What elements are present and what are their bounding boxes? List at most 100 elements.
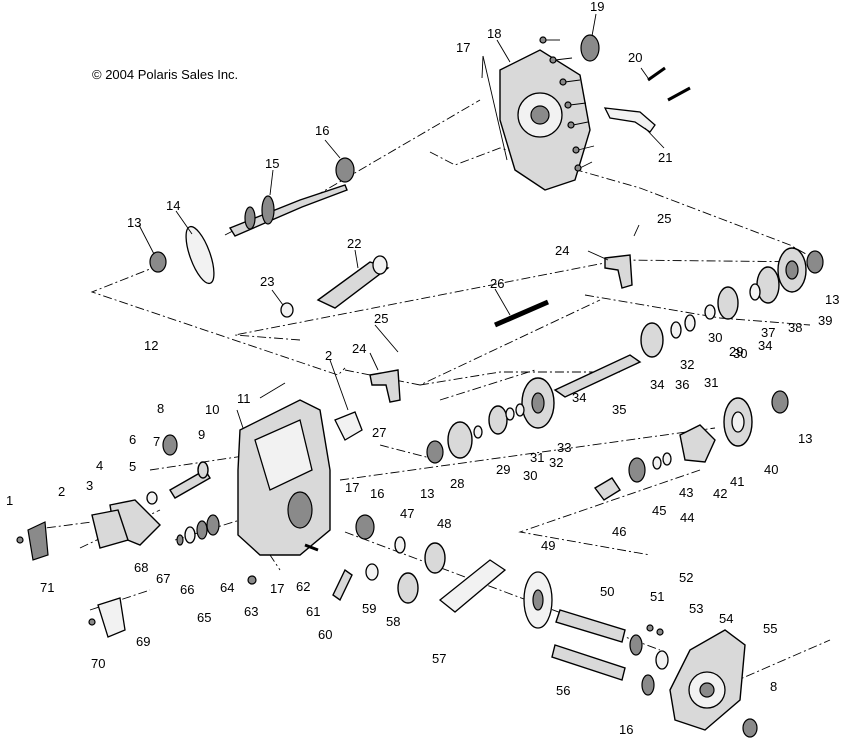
callout-43: 43 xyxy=(679,485,693,500)
bearing-16-top xyxy=(335,157,355,183)
bushing-59 xyxy=(365,563,379,581)
shaft-46 xyxy=(593,477,621,501)
bearing-45 xyxy=(628,457,646,483)
callout-34: 34 xyxy=(572,390,586,405)
callout-63: 63 xyxy=(244,604,258,619)
callout-14: 14 xyxy=(166,198,180,213)
callout-44: 44 xyxy=(680,510,694,525)
callout-41: 41 xyxy=(730,474,744,489)
gear-9 xyxy=(197,461,209,479)
callout-31: 31 xyxy=(530,450,544,465)
shaft-50 xyxy=(555,609,626,643)
bearing-16-low-a xyxy=(629,634,643,656)
chain-57 xyxy=(438,559,507,613)
callout-45: 45 xyxy=(652,503,666,518)
callout-29: 29 xyxy=(729,344,743,359)
gasket-27 xyxy=(334,411,363,441)
callout-49: 49 xyxy=(541,538,555,553)
callout-24: 24 xyxy=(352,341,366,356)
callout-17: 17 xyxy=(270,581,284,596)
housing-3 xyxy=(91,509,129,549)
callout-71: 71 xyxy=(40,580,54,595)
seal-64 xyxy=(206,514,220,536)
bracket-21 xyxy=(603,107,656,133)
callout-62: 62 xyxy=(296,579,310,594)
callout-30: 30 xyxy=(733,346,747,361)
pin-52 xyxy=(656,628,664,636)
callout-16: 16 xyxy=(619,722,633,737)
callout-12: 12 xyxy=(144,338,158,353)
callout-39: 39 xyxy=(818,313,832,328)
callout-56: 56 xyxy=(556,683,570,698)
callout-46: 46 xyxy=(612,524,626,539)
screw-70 xyxy=(88,618,96,626)
bearing-19 xyxy=(580,34,600,62)
callout-8: 8 xyxy=(157,401,164,416)
washer-6 xyxy=(146,491,158,505)
callout-1: 1 xyxy=(6,493,13,508)
bearing-13-left xyxy=(149,251,167,273)
assembly-lines xyxy=(29,99,831,691)
seal-66 xyxy=(184,526,196,544)
callout-54: 54 xyxy=(719,611,733,626)
callout-69: 69 xyxy=(136,634,150,649)
callout-16: 16 xyxy=(370,486,384,501)
callout-17: 17 xyxy=(345,480,359,495)
callout-2: 2 xyxy=(58,484,65,499)
callout-66: 66 xyxy=(180,582,194,597)
gear-34-mid xyxy=(640,322,664,358)
shaft-56 xyxy=(551,644,626,681)
callout-7: 7 xyxy=(153,434,160,449)
callout-22: 22 xyxy=(347,236,361,251)
callout-31: 31 xyxy=(704,375,718,390)
callout-10: 10 xyxy=(205,402,219,417)
callout-55: 55 xyxy=(763,621,777,636)
shaft-22 xyxy=(316,261,390,309)
callout-70: 70 xyxy=(91,656,105,671)
callout-34: 34 xyxy=(758,338,772,353)
seal-8-right xyxy=(742,718,758,738)
shift-fork-24-lower xyxy=(369,369,401,403)
callout-19: 19 xyxy=(590,0,604,14)
seal-53 xyxy=(655,650,669,670)
leader-lines xyxy=(138,13,665,429)
callout-30: 30 xyxy=(708,330,722,345)
callout-34: 34 xyxy=(650,377,664,392)
washer-32 xyxy=(670,321,682,339)
bearing-13-lower xyxy=(771,390,789,414)
callout-35: 35 xyxy=(612,402,626,417)
callout-40: 40 xyxy=(764,462,778,477)
callout-6: 6 xyxy=(129,432,136,447)
callout-32: 32 xyxy=(549,455,563,470)
gear-28 xyxy=(447,421,473,459)
washer-37 xyxy=(749,283,761,301)
callout-50: 50 xyxy=(600,584,614,599)
cover-bolts-top xyxy=(539,36,595,172)
callout-33: 33 xyxy=(557,440,571,455)
callout-15: 15 xyxy=(265,156,279,171)
callout-28: 28 xyxy=(450,476,464,491)
chain-14 xyxy=(185,225,215,285)
callout-24: 24 xyxy=(555,243,569,258)
callout-4: 4 xyxy=(96,458,103,473)
callout-30: 30 xyxy=(523,468,537,483)
oring-23 xyxy=(280,302,294,318)
gear-38 xyxy=(756,266,780,304)
callout-13: 13 xyxy=(127,215,141,230)
callout-47: 47 xyxy=(400,506,414,521)
callout-23: 23 xyxy=(260,274,274,289)
switch-60 xyxy=(332,568,353,602)
callout-13: 13 xyxy=(420,486,434,501)
callout-61: 61 xyxy=(306,604,320,619)
washer-47 xyxy=(394,536,406,554)
gear-58 xyxy=(397,572,419,604)
bearing-13-right xyxy=(806,250,824,274)
copyright-notice: © 2004 Polaris Sales Inc. xyxy=(92,67,238,82)
callout-53: 53 xyxy=(689,601,703,616)
seal-65 xyxy=(196,520,208,540)
callout-58: 58 xyxy=(386,614,400,629)
callout-48: 48 xyxy=(437,516,451,531)
callout-17: 17 xyxy=(456,40,470,55)
callout-18: 18 xyxy=(487,26,501,41)
